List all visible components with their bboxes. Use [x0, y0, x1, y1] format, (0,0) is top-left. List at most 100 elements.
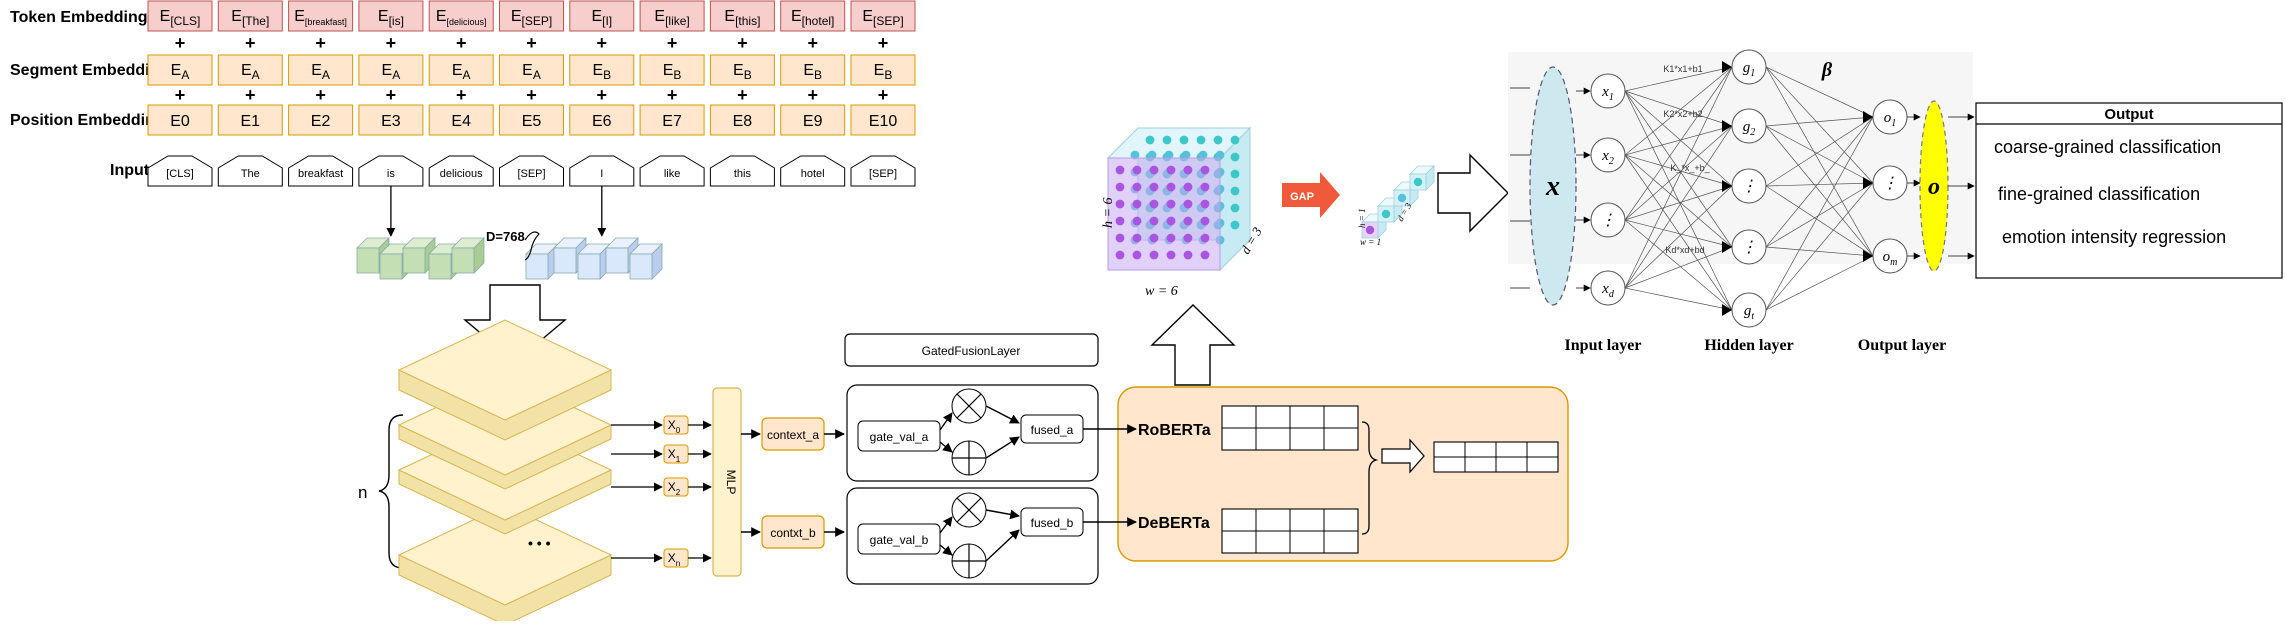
input-token-shape [639, 155, 705, 187]
cube-dot-front [1132, 165, 1142, 175]
cube-dot-front [1200, 182, 1210, 192]
cube-dot-front [1166, 199, 1176, 209]
edge-hidden-output [1765, 66, 1874, 257]
roberta-output-grid [1221, 405, 1359, 451]
edge-hidden-output [1765, 116, 1874, 187]
roberta-label: RoBERTa [1138, 422, 1211, 439]
edge-input-hidden [1624, 66, 1733, 92]
input-token-shape [288, 155, 354, 187]
edge-hidden-output [1765, 66, 1874, 118]
edge-weight-label: K1*x1+b1 [1663, 64, 1702, 74]
edge-input-hidden [1624, 66, 1733, 221]
position-embedding-label: E3 [381, 113, 401, 130]
segment-embedding-label: EA [452, 62, 471, 82]
segment-embedding-cell [217, 54, 283, 86]
position-embedding-cell [569, 104, 635, 136]
plus-sign: + [878, 33, 889, 53]
edge-input-hidden [1624, 90, 1733, 187]
token-embedding-label: E[CLS] [160, 8, 201, 28]
token-embedding-cell [499, 0, 564, 32]
plus-sign: + [807, 33, 818, 53]
cube-dot-back [1230, 169, 1240, 179]
input-node [1590, 73, 1626, 109]
n-label: n [358, 483, 367, 502]
merge-brace [1361, 421, 1379, 535]
edge-hidden-output [1765, 255, 1874, 311]
cube-dot-front [1149, 165, 1159, 175]
edge-input-hidden [1624, 66, 1733, 156]
input-token-label: [SEP] [517, 168, 545, 180]
input-token-label: like [664, 168, 681, 180]
edge-hidden-output [1765, 125, 1874, 184]
output-item-fine: fine-grained classification [1998, 184, 2200, 204]
cube-dot-front [1183, 165, 1193, 175]
cube-dot-back [1213, 135, 1223, 145]
edge-input-hidden [1624, 66, 1733, 289]
edge-input-hidden [1624, 219, 1733, 248]
edge-input-hidden [1624, 90, 1733, 127]
segment-embedding-cell [850, 54, 916, 86]
edge-input-hidden [1624, 185, 1733, 221]
input-token-shape [780, 155, 846, 187]
output-layer-label: Output layer [1858, 337, 1946, 354]
feature-cube [1106, 126, 1252, 272]
x-label: Xn [668, 551, 680, 568]
position-embedding-label: E4 [451, 113, 471, 130]
dimension-brace [524, 231, 540, 261]
segment-embedding-cell [499, 54, 564, 86]
gate-val-a-label: gate_val_a [870, 430, 929, 444]
token-embedding-cell [709, 0, 775, 32]
position-embedding-cell [147, 104, 213, 136]
plus-sign: + [175, 85, 186, 105]
plus-sign: + [878, 85, 889, 105]
segment-embedding-cell [780, 54, 846, 86]
hidden-arrowhead [1722, 180, 1732, 192]
position-embedding-label: E5 [522, 113, 542, 130]
plus-sign: + [175, 33, 186, 53]
cube-dot-front [1149, 216, 1159, 226]
segment-embedding-label: EA [522, 62, 541, 82]
cube-dot-front [1115, 165, 1125, 175]
input-token-shape [499, 155, 564, 187]
neural-network: xx1x2⋮xdg1g2⋮⋮gto1⋮omK1*x1+b1K2*x2+b2K_*… [1510, 49, 1975, 328]
input-token-label: delicious [440, 168, 483, 180]
cube-dot-back [1162, 135, 1172, 145]
input-label: Input [110, 162, 150, 179]
edge-hidden-output [1765, 182, 1874, 187]
edge-input-hidden [1624, 185, 1733, 289]
cube-dot-front [1200, 250, 1210, 260]
token-embedding-label: E[SEP] [511, 8, 552, 28]
output-box [1975, 102, 2283, 279]
segment-embedding-label: EA [382, 62, 401, 82]
cube-dot-front [1183, 182, 1193, 192]
up-arrow-large [1150, 304, 1236, 386]
cube-dot-front [1166, 216, 1176, 226]
cube-dot-mid [1130, 150, 1140, 160]
cube-w-label: w = 6 [1145, 284, 1178, 299]
cube-dot-front [1166, 250, 1176, 260]
token-embedding-label: E[breakfast] [294, 8, 347, 27]
hidden-node-label: g1 [1743, 60, 1756, 79]
input-node-label: x1 [1601, 84, 1614, 103]
blue-vector-block [577, 243, 611, 280]
cube-dot-front [1115, 182, 1125, 192]
hidden-arrowhead [1722, 241, 1732, 253]
hidden-node-label: g2 [1743, 119, 1756, 138]
model-output-grids [1221, 405, 1559, 554]
edge-weight-label: K2*x2+b2 [1663, 109, 1702, 119]
segment-embedding-label: EB [663, 62, 682, 82]
right-arrow-large [1437, 153, 1509, 233]
position-embedding-label: E1 [241, 113, 261, 130]
cube-dot-front [1166, 182, 1176, 192]
input-token-shape [358, 155, 424, 187]
token-embedding-label: E[delicious] [436, 8, 487, 27]
cube-dot-front [1183, 233, 1193, 243]
edge-input-hidden [1624, 246, 1733, 289]
token-embedding-cell [288, 0, 354, 32]
edge-hidden-output [1765, 66, 1874, 184]
plus-sign: + [315, 33, 326, 53]
edge-hidden-output [1765, 185, 1874, 257]
segment-embedding-cell [569, 54, 635, 86]
plus-sign: + [245, 85, 256, 105]
segment-embedding-label: EB [592, 62, 611, 82]
